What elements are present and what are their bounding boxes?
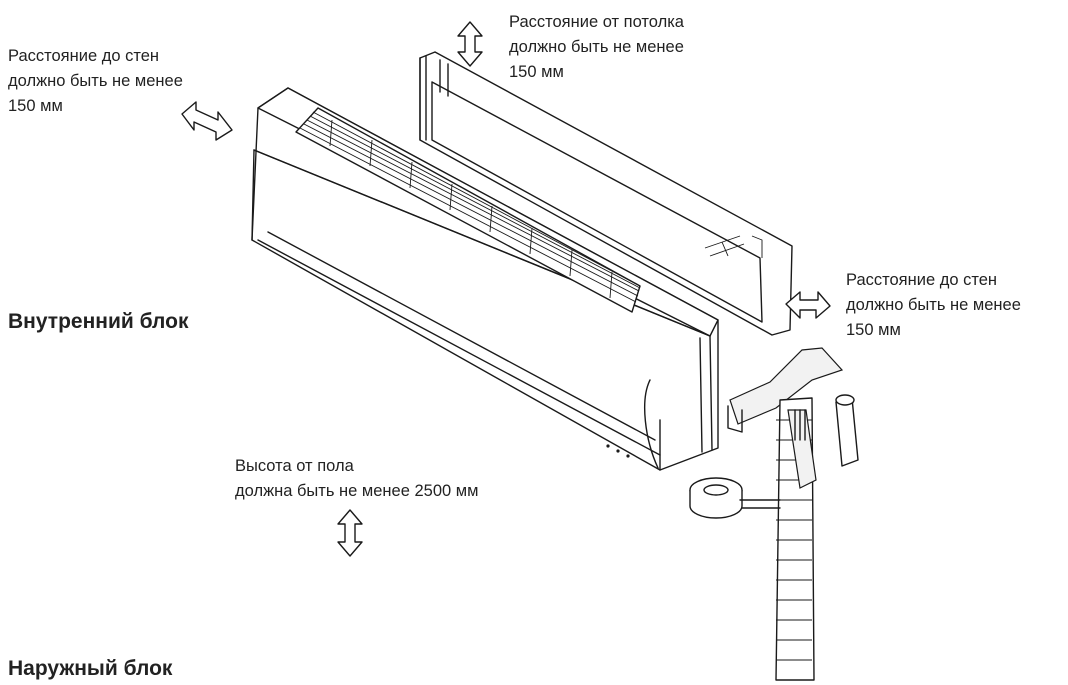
arrow-floor-icon [337,509,363,557]
note-line: должна быть не менее 2500 мм [235,482,479,500]
wall-right-clearance-note: Расстояние до стен должно быть не менее … [846,268,1021,343]
note-line: должно быть не менее [509,38,684,56]
indoor-unit-heading: Внутренний блок [8,310,189,333]
note-line: должно быть не менее [846,296,1021,314]
outdoor-unit-heading: Наружный блок [8,657,173,680]
indoor-unit [251,87,719,471]
note-line: 150 мм [846,321,901,339]
note-line: Высота от пола [235,457,354,475]
note-line: Расстояние до стен [846,271,998,289]
piping-assembly [689,347,859,681]
floor-height-note: Высота от пола должна быть не менее 2500… [235,454,478,504]
wall-left-clearance-note: Расстояние до стен должно быть не менее … [8,44,183,119]
arrow-ceiling-icon [457,21,483,67]
mounting-plate [419,51,793,336]
note-line: Расстояние до стен [8,47,160,65]
note-line: должно быть не менее [8,72,183,90]
note-line: Расстояние от потолка [509,13,684,31]
note-line: 150 мм [8,97,63,115]
ceiling-clearance-note: Расстояние от потолка должно быть не мен… [509,10,684,85]
note-line: 150 мм [509,63,564,81]
arrow-wall-left-icon [181,101,233,141]
arrow-wall-right-icon [785,291,831,319]
